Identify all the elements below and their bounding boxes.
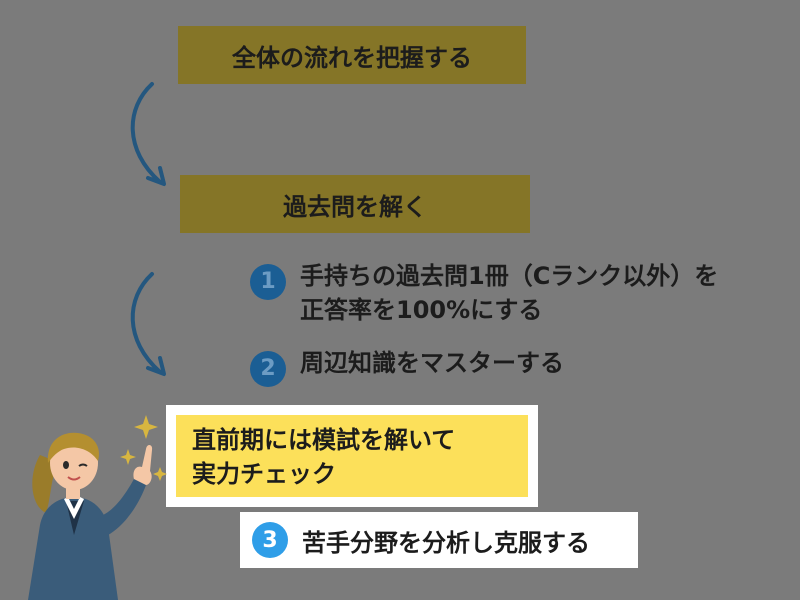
step-number-badge: 2: [250, 351, 286, 387]
highlight-box: 直前期には模試を解いて 実力チェック: [176, 415, 528, 497]
highlight-line: 実力チェック: [192, 460, 336, 488]
step-item-1: 1 手持ちの過去問1冊（Cランク以外）を 正答率を100%にする: [250, 259, 790, 327]
curved-down-arrow-icon: [130, 82, 166, 186]
step-number-badge: 3: [252, 522, 288, 558]
step-number-badge: 1: [250, 264, 286, 300]
curved-down-arrow-icon: [130, 272, 166, 376]
step-text: 周辺知識をマスターする: [300, 346, 564, 380]
flow-box-overall: 全体の流れを把握する: [178, 26, 526, 84]
step-text-line: 手持ちの過去問1冊（Cランク以外）を: [300, 262, 719, 290]
flow-box-past-exams-label: 過去問を解く: [283, 192, 427, 221]
step-item-2: 2 周辺知識をマスターする: [250, 346, 790, 387]
highlight-line: 直前期には模試を解いて: [192, 426, 456, 454]
highlight-callout: 直前期には模試を解いて 実力チェック: [166, 405, 538, 507]
step-text: 苦手分野を分析し克服する: [302, 528, 590, 557]
businesswoman-pointing-icon: [28, 415, 167, 600]
flow-box-overall-label: 全体の流れを把握する: [232, 43, 472, 72]
flow-box-past-exams: 過去問を解く: [180, 175, 530, 233]
step-item-3: 3 苦手分野を分析し克服する: [240, 512, 638, 568]
step-text-line: 周辺知識をマスターする: [300, 349, 564, 377]
step-text-line: 正答率を100%にする: [300, 296, 543, 324]
step-text: 手持ちの過去問1冊（Cランク以外）を 正答率を100%にする: [300, 259, 718, 327]
